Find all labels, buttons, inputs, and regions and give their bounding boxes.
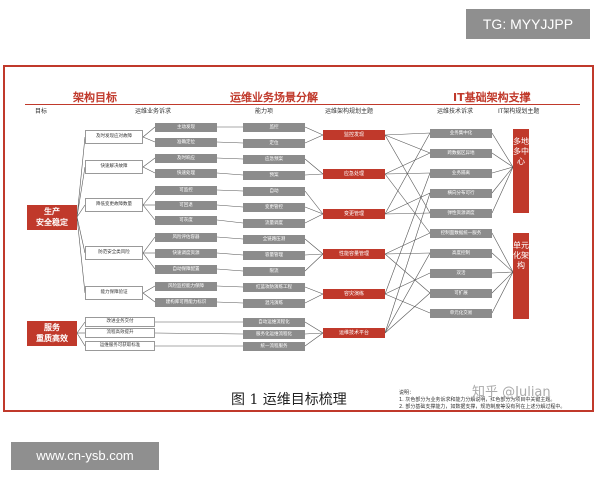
note-block: 说明： 1. 灰色部分为业务诉求和能力分解说明，红色部分为项目中关键主题。 2.…: [399, 390, 584, 411]
col-goal: 目标: [35, 108, 48, 115]
it-planning-label: 多地多中心: [513, 137, 529, 166]
capability: 服务化运维流程化: [243, 330, 305, 339]
tech-demand: 可扩展: [430, 289, 492, 298]
capability: 定位: [243, 139, 305, 148]
watermark: 知乎 @Julian: [472, 385, 551, 400]
tech-demand: 控制面数据统一服务: [430, 229, 492, 238]
tech-demand: 业务集中化: [430, 129, 492, 138]
goal-efficiency: 服务 重质高效: [27, 321, 77, 346]
demand-item: 快速解决故障: [85, 160, 143, 174]
header-it-support: IT基础架构支撑: [453, 91, 531, 104]
col-tech-demand: 运维技术诉求: [437, 108, 474, 115]
sub-demand: 可回退: [155, 201, 217, 210]
tech-demand: 双活: [430, 269, 492, 278]
note-line: 1. 灰色部分为业务诉求和能力分解说明，红色部分为项目中关键主题。: [399, 397, 556, 403]
col-capability: 能力项: [255, 108, 274, 115]
sub-demand: 准确定位: [155, 138, 217, 147]
capability: 自动运维流程化: [243, 318, 305, 327]
it-planning-label: 单元化架构: [513, 241, 529, 270]
planning-topic: 性能容量管理: [323, 249, 385, 259]
col-planning: 运维架构规划主题: [325, 108, 374, 115]
capability: 限流: [243, 267, 305, 276]
tech-demand: 弹性资源调度: [430, 209, 492, 218]
figure-caption: 图 1 运维目标梳理: [231, 392, 347, 408]
capability: 容量管理: [243, 251, 305, 260]
demand-item: 能力保障验证: [85, 286, 143, 300]
sub-demand: 建构库可用能力标识: [155, 298, 217, 307]
goal-stability: 生产 安全稳定: [27, 205, 77, 230]
sub-demand: 风险评估容器: [155, 233, 217, 242]
note-line: 2. 部分基础支撑能力，如数据支撑，规范制度等没有列在上述分解过程中。: [399, 404, 566, 410]
site-tag: www.cn-ysb.com: [11, 442, 159, 470]
tech-demand: 单元化交易: [430, 309, 492, 318]
planning-topic: 变更管理: [323, 209, 385, 219]
planning-topic: 容灾演练: [323, 289, 385, 299]
demand-item: 降低变更故障数量: [85, 198, 143, 212]
capability: 流量调度: [243, 219, 305, 228]
sub-demand: 及时响应: [155, 154, 217, 163]
sub-demand: 可监控: [155, 186, 217, 195]
demand-item: 防范安全类风险: [85, 246, 143, 260]
sub-demand: 快速调度资源: [155, 249, 217, 258]
demand-item: 流程高效提升: [85, 328, 155, 338]
sub-demand: 主动发现: [155, 123, 217, 132]
header-rule: [25, 104, 580, 105]
goal-stability-label: 生产 安全稳定: [36, 207, 68, 227]
capability: 预案: [243, 171, 305, 180]
capability: 应急预案: [243, 155, 305, 164]
tech-demand: 横向分布可行: [430, 189, 492, 198]
planning-topic: 监控发现: [323, 130, 385, 140]
capability: 监控: [243, 123, 305, 132]
it-planning-unitized: 单元化架构: [513, 233, 529, 319]
header-arch-goal: 架构目标: [73, 91, 117, 104]
planning-topic: 运维技术平台: [323, 328, 385, 338]
tech-demand: 业务隔离: [430, 169, 492, 178]
sub-demand: 自动保障配置: [155, 265, 217, 274]
demand-item: 运维服务可获取标准: [85, 341, 155, 351]
col-demand: 运维业务诉求: [135, 108, 172, 115]
capability: 混沌演练: [243, 299, 305, 308]
header-scenario: 运维业务场景分解: [230, 91, 318, 104]
telegram-tag: TG: MYYJJPP: [466, 9, 590, 39]
col-it-planning: IT架构规划主题: [498, 108, 540, 115]
demand-item: 改进业务交付: [85, 317, 155, 327]
demand-item: 及时发现应对故障: [85, 130, 143, 144]
tech-demand: 跨数据区异地: [430, 149, 492, 158]
capability: 红蓝攻防演练工程: [243, 283, 305, 292]
capability: 统一流程服务: [243, 342, 305, 351]
planning-topic: 应急处理: [323, 169, 385, 179]
connector-lines: [76, 126, 514, 347]
capability: 全链路压测: [243, 235, 305, 244]
it-planning-multi-center: 多地多中心: [513, 129, 529, 213]
tech-demand: 高度控制: [430, 249, 492, 258]
sub-demand: 风险监控能力保障: [155, 282, 217, 291]
sub-demand: 可灰度: [155, 216, 217, 225]
goal-efficiency-label: 服务 重质高效: [36, 323, 68, 343]
note-line: 说明：: [399, 390, 415, 396]
sub-demand: 快速处理: [155, 169, 217, 178]
capability: 自动: [243, 187, 305, 196]
capability: 变更管控: [243, 203, 305, 212]
diagram-panel: 架构目标 运维业务场景分解 IT基础架构支撑 目标 运维业务诉求 能力项 运维架…: [3, 65, 594, 412]
